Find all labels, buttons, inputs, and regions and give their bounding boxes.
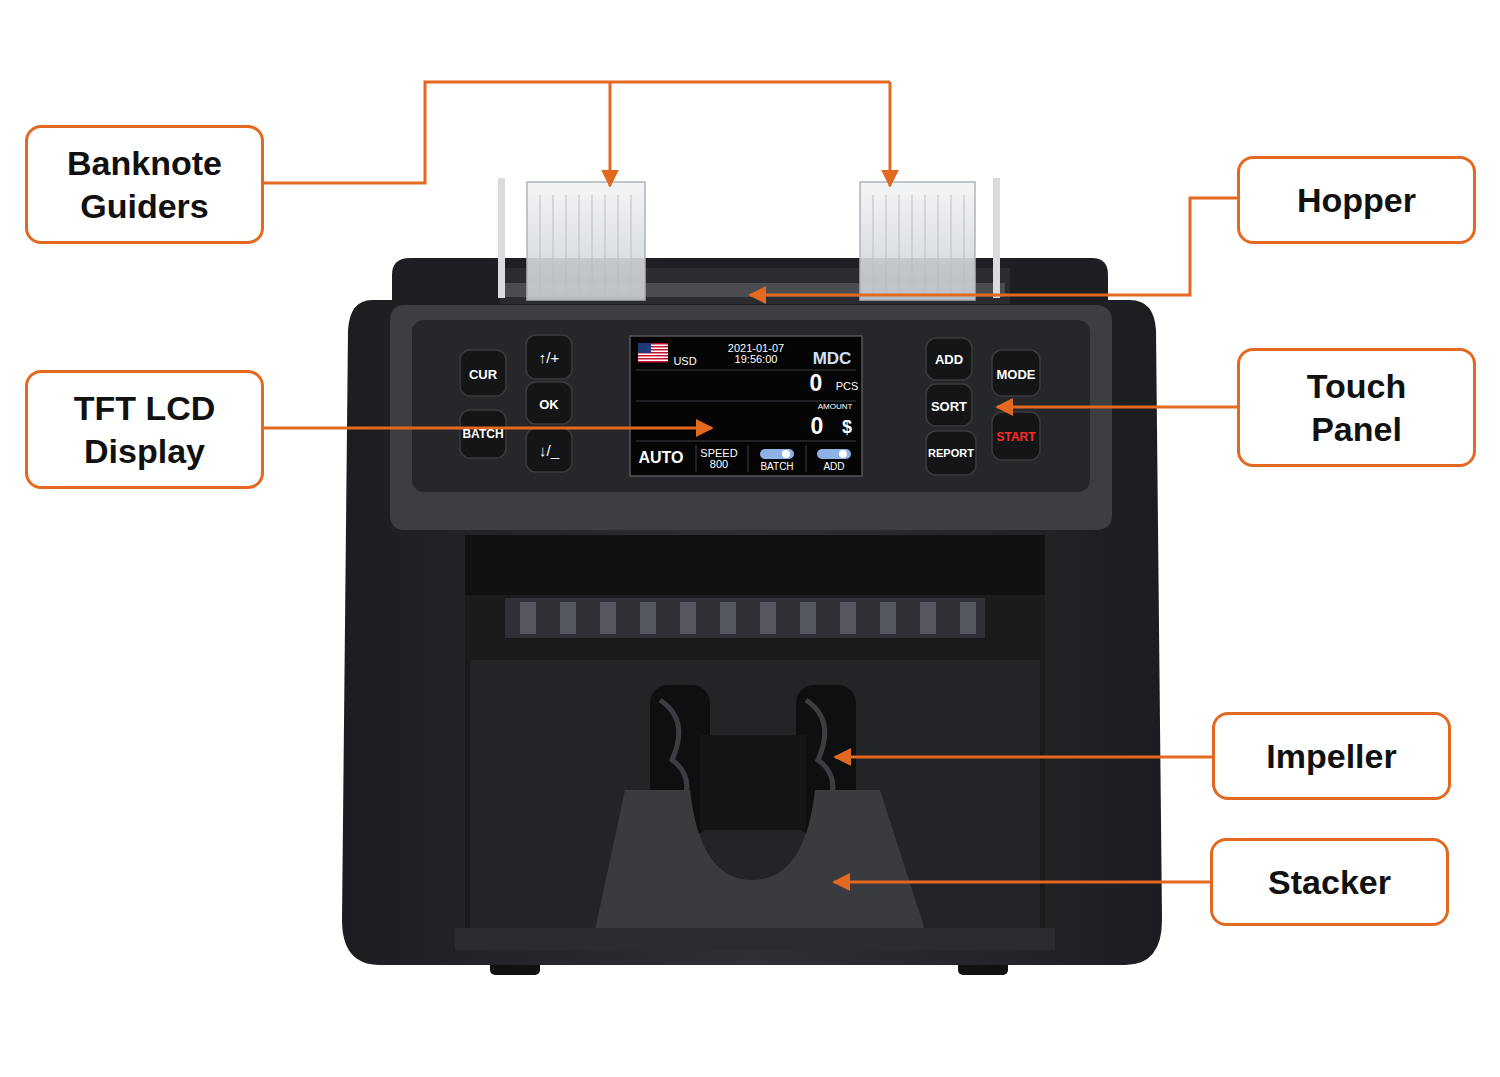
toggle-switch [817,449,851,459]
leader-lines [264,82,1237,882]
guide-rail [498,178,505,298]
callout-box: Touch Panel [1237,348,1476,467]
callout-box: Stacker [1210,838,1449,926]
guide-rail [993,178,1000,298]
control-panel [390,305,1112,530]
callout-label: Impeller [1266,735,1396,778]
touch-buttons [460,335,1040,475]
toggle-knob [839,450,847,458]
impeller-shaft [700,735,806,830]
callout-label: TFT LCD Display [48,387,241,472]
amount-value: 0 [811,415,824,438]
auto-mode: AUTO [638,450,683,466]
field-label: SPEED [700,448,737,459]
front-lip [455,928,1055,950]
callout-label: Banknote Guiders [48,142,241,227]
callout-box: Hopper [1237,156,1476,244]
banknote-guider [527,182,645,300]
output-opening [465,535,1045,935]
speed-value: 800 [710,459,728,470]
button-label: BATCH [462,428,503,440]
banknote-guider [860,182,975,300]
panel-face [412,320,1090,492]
time-text: 19:56:00 [735,354,778,365]
opening-top [465,535,1045,595]
callout-box: TFT LCD Display [25,370,264,489]
button-label: ADD [935,353,963,366]
button-label: START [996,431,1035,443]
button-label: REPORT [928,448,974,459]
callout-label: Hopper [1297,179,1416,222]
date-text: 2021-01-07 [728,343,784,354]
toggle-knob [782,450,790,458]
toggle-label: BATCH [760,462,793,472]
callout-box: Impeller [1212,712,1451,800]
machine-body [342,300,1162,965]
toggle-switch [760,449,794,459]
button-label: ↓/_ [539,443,559,458]
us-flag-icon [638,343,668,363]
stacker [595,790,925,930]
button-label: SORT [931,400,967,413]
currency-code: USD [673,356,696,367]
button-label: MODE [997,368,1036,381]
feed-rollers [505,598,985,638]
callout-label: Touch Panel [1260,365,1453,450]
callout-box: Banknote Guiders [25,125,264,244]
button-label: ↑/+ [539,350,559,365]
field-label: AMOUNT [818,403,853,411]
button-label: OK [539,398,559,411]
roller-teeth [520,602,976,634]
button-label: CUR [469,368,497,381]
screen-dividers [636,370,856,472]
lcd-screen [630,336,862,476]
callout-label: Stacker [1268,861,1391,904]
unit-text: PCS [836,381,859,392]
currency-symbol: $ [842,418,852,436]
toggle-label: ADD [823,462,844,472]
stacker-floor [470,660,1040,930]
mode-text: MDC [813,350,852,367]
count-value: 0 [810,372,823,395]
